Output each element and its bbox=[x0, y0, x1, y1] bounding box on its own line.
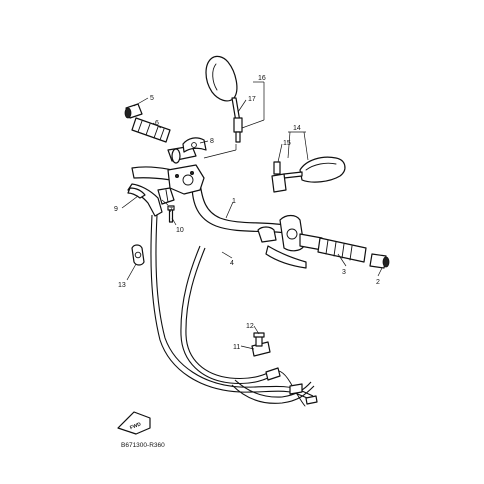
left-switch-assembly bbox=[167, 145, 205, 195]
callout-2: 2 bbox=[376, 279, 380, 286]
callout-8: 8 bbox=[210, 138, 214, 145]
forward-marker: FWD bbox=[117, 411, 151, 435]
callout-9: 9 bbox=[114, 206, 118, 213]
callout-6: 6 bbox=[155, 120, 159, 127]
cable-adjusters bbox=[265, 367, 318, 405]
callout-13: 13 bbox=[118, 282, 126, 289]
callout-5: 5 bbox=[150, 95, 154, 102]
drawing-code: B671300-R360 bbox=[121, 442, 165, 449]
right-switch-assembly bbox=[257, 214, 305, 252]
cable-clamp bbox=[131, 244, 145, 266]
forward-label: FWD bbox=[129, 421, 142, 431]
throttle-grip bbox=[299, 233, 367, 263]
brake-lever bbox=[265, 245, 307, 269]
callout-17: 17 bbox=[248, 96, 256, 103]
callout-1: 1 bbox=[232, 198, 236, 205]
callout-10: 10 bbox=[176, 227, 184, 234]
cable-guide bbox=[251, 332, 271, 357]
callout-11: 11 bbox=[233, 344, 240, 351]
callout-15: 15 bbox=[283, 140, 291, 147]
right-mirror bbox=[271, 156, 346, 193]
callout-12: 12 bbox=[246, 323, 254, 330]
left-bar-end bbox=[124, 103, 143, 119]
callout-3: 3 bbox=[342, 269, 346, 276]
left-grip bbox=[131, 117, 171, 143]
left-mirror bbox=[205, 55, 243, 143]
clutch-lever bbox=[127, 183, 163, 217]
leader-lines bbox=[121, 81, 383, 350]
callout-14: 14 bbox=[293, 125, 301, 132]
callout-numbers: 1 2 3 4 5 6 7 8 9 10 11 12 13 14 15 16 1… bbox=[114, 75, 380, 351]
callout-7: 7 bbox=[169, 207, 173, 214]
cables bbox=[150, 214, 315, 407]
right-bar-end bbox=[369, 253, 390, 269]
callout-4: 4 bbox=[230, 260, 234, 267]
clamp-bracket bbox=[182, 137, 207, 153]
callout-16: 16 bbox=[258, 75, 266, 82]
